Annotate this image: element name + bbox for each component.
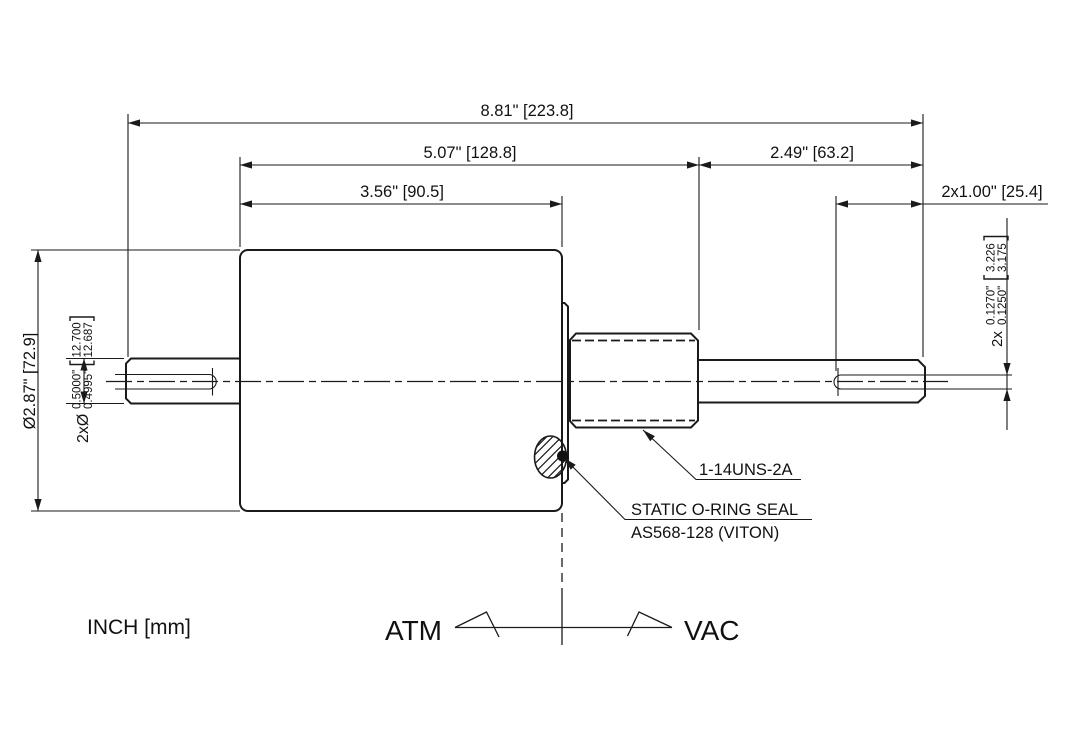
oring-callout-line1: STATIC O-RING SEAL xyxy=(631,501,798,519)
arrowhead xyxy=(911,161,923,169)
callout-texts: 1-14UNS-2A STATIC O-RING SEAL AS568-128 … xyxy=(631,461,798,542)
shaft-dia-prefix: 2xØ xyxy=(75,414,92,443)
shaft-dia-inch-lower: 0.4995" xyxy=(83,370,95,409)
shaft-dia-inch-upper: 0.5000" xyxy=(72,370,84,409)
arrowhead xyxy=(911,119,923,127)
arrowhead xyxy=(240,161,252,169)
left-shaft-slot-end-arc xyxy=(208,373,217,390)
flange-boss-outline xyxy=(562,302,569,484)
arrowhead xyxy=(240,200,252,208)
arrowhead xyxy=(687,161,699,169)
leader-arrowhead xyxy=(564,458,576,470)
dimension-lines xyxy=(34,119,1048,511)
right-shaft-outline xyxy=(698,359,926,404)
dim-text-overall: 8.81" [223.8] xyxy=(480,102,573,120)
arrowhead xyxy=(1003,363,1011,375)
arrowhead xyxy=(80,391,88,404)
dim-text-flat-length: 2x1.00" [25.4] xyxy=(941,183,1042,201)
arrowhead xyxy=(1003,389,1011,401)
oring-section xyxy=(533,435,568,479)
bracket-open xyxy=(69,360,95,366)
vac-label: VAC xyxy=(684,615,740,646)
oring-callout-leader xyxy=(563,457,812,521)
main-body-outline xyxy=(239,249,563,512)
thread-callout-text: 1-14UNS-2A xyxy=(699,461,793,479)
right-shaft-flat-end-arc xyxy=(833,374,842,390)
dimension-texts: 8.81" [223.8] 5.07" [128.8] 2.49" [63.2]… xyxy=(360,102,1043,201)
flat-depth-prefix: 2x xyxy=(989,331,1006,347)
arrowhead xyxy=(911,200,923,208)
flat-depth-mm-lower: 3.175 xyxy=(997,243,1009,272)
flange-boss xyxy=(562,302,569,484)
oring-hatch xyxy=(534,435,567,479)
body-dia-text-group: Ø2.87" [72.9] xyxy=(21,333,39,430)
dim-text-thread-section: 2.49" [63.2] xyxy=(770,144,854,162)
threaded-section xyxy=(569,332,699,429)
shaft-dia-mm-upper: 12.700 xyxy=(72,322,84,357)
leader-lines xyxy=(563,429,812,521)
right-shaft xyxy=(698,359,1012,404)
bracket-open xyxy=(983,275,1009,280)
dim-text-to-thread-end: 5.07" [128.8] xyxy=(423,144,516,162)
flat-depth-inch-upper: 0.1270" xyxy=(986,286,998,325)
leader-arrowhead xyxy=(643,430,655,442)
bracket-close xyxy=(69,316,95,321)
atm-direction-arrow xyxy=(454,611,500,638)
oring-callout-line2: AS568-128 (VITON) xyxy=(631,524,779,542)
flat-depth-inch-lower: 0.1250" xyxy=(997,286,1009,325)
arrowhead xyxy=(34,499,42,511)
arrowhead xyxy=(699,161,711,169)
main-body xyxy=(239,249,563,512)
left-shaft xyxy=(115,357,240,405)
left-shaft-outline xyxy=(125,357,240,405)
thread-callout-leader xyxy=(642,429,801,481)
dim-text-body-dia: Ø2.87" [72.9] xyxy=(21,333,39,430)
shaft-dia-mm-lower: 12.687 xyxy=(83,322,95,357)
dim-text-to-flange: 3.56" [90.5] xyxy=(360,183,444,201)
arrowhead xyxy=(34,250,42,262)
flow-indicator: ATM VAC xyxy=(385,513,740,646)
extension-lines xyxy=(31,114,924,512)
arrowhead xyxy=(128,119,140,127)
atm-label: ATM xyxy=(385,615,442,646)
flat-depth-text-group: 2x 0.1270" 0.1250" 3.226 3.175 xyxy=(983,235,1009,347)
units-note: INCH [mm] xyxy=(87,616,191,639)
arrowhead xyxy=(836,200,848,208)
flat-depth-mm-upper: 3.226 xyxy=(986,243,998,272)
thread-outline xyxy=(569,332,699,429)
bracket-close xyxy=(983,235,1009,241)
vac-direction-arrow xyxy=(626,611,673,637)
arrowhead xyxy=(550,200,562,208)
shaft-dia-text-group: 2xØ 0.5000" 0.4995" 12.700 12.687 xyxy=(69,316,95,443)
